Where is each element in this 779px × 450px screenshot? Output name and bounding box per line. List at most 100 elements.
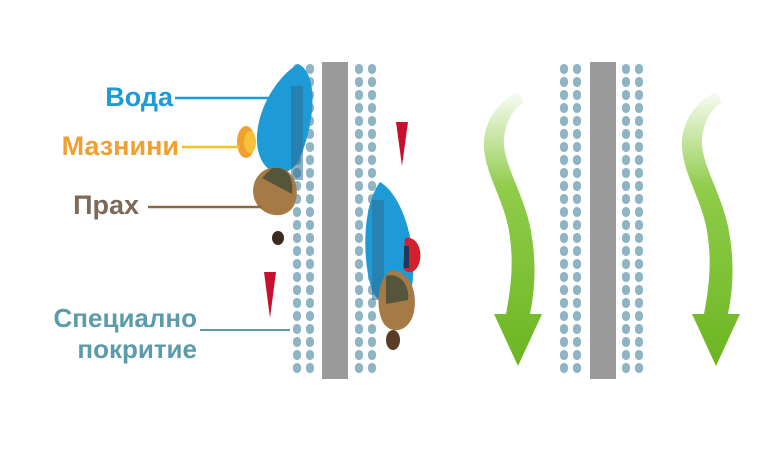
coating-bead bbox=[368, 311, 376, 321]
coating-bead bbox=[368, 350, 376, 360]
coating-bead bbox=[293, 246, 301, 256]
coating-bead bbox=[560, 207, 568, 217]
coating-bead bbox=[622, 142, 630, 152]
coating-bead bbox=[368, 142, 376, 152]
coating-bead bbox=[635, 64, 643, 74]
coating-bead bbox=[635, 90, 643, 100]
coating-bead bbox=[573, 116, 581, 126]
coating-bead bbox=[560, 194, 568, 204]
coating-bead bbox=[573, 181, 581, 191]
coating-bead bbox=[573, 168, 581, 178]
dust-overlap-shade-2 bbox=[386, 275, 409, 304]
coating-bead bbox=[622, 246, 630, 256]
coating-bead bbox=[355, 77, 363, 87]
coating-bead bbox=[560, 181, 568, 191]
coating-bead bbox=[573, 337, 581, 347]
coating-bead bbox=[622, 103, 630, 113]
coating-bead bbox=[368, 103, 376, 113]
dust-particle-small-icon-2 bbox=[386, 330, 400, 350]
coating-bead bbox=[573, 142, 581, 152]
water-overlap-shade bbox=[291, 86, 303, 180]
label-water: Вода bbox=[105, 82, 173, 112]
coating-bead bbox=[573, 103, 581, 113]
coating-bead bbox=[560, 363, 568, 373]
coating-bead bbox=[368, 298, 376, 308]
coating-bead bbox=[355, 233, 363, 243]
contaminants bbox=[237, 64, 421, 350]
coating-bead bbox=[560, 233, 568, 243]
coating-bead bbox=[306, 155, 314, 165]
coating-bead bbox=[368, 168, 376, 178]
coating-bead bbox=[368, 181, 376, 191]
label-grease: Мазнини bbox=[61, 131, 179, 161]
coating-bead bbox=[293, 259, 301, 269]
coating-bead bbox=[355, 272, 363, 282]
curved-arrow-down-icon-2 bbox=[681, 92, 740, 366]
coating-bead bbox=[355, 168, 363, 178]
coating-bead bbox=[635, 103, 643, 113]
coating-bead bbox=[368, 155, 376, 165]
coating-bead bbox=[635, 155, 643, 165]
coating-bead bbox=[306, 337, 314, 347]
coating-bead bbox=[622, 90, 630, 100]
coating-bead bbox=[355, 363, 363, 373]
coating-bead bbox=[573, 324, 581, 334]
curved-arrow-down-icon bbox=[483, 92, 542, 366]
coating-bead bbox=[355, 116, 363, 126]
coating-bead bbox=[635, 220, 643, 230]
coating-bead bbox=[635, 363, 643, 373]
coating-bead bbox=[622, 168, 630, 178]
coating-bead bbox=[368, 116, 376, 126]
coating-bead bbox=[355, 311, 363, 321]
coating-bead bbox=[635, 194, 643, 204]
coating-bead bbox=[355, 350, 363, 360]
coating-bead bbox=[355, 324, 363, 334]
label-dust: Прах bbox=[73, 190, 139, 220]
coating-bead bbox=[573, 194, 581, 204]
coating-bead bbox=[306, 220, 314, 230]
coating-bead bbox=[306, 350, 314, 360]
coating-bead bbox=[560, 220, 568, 230]
coating-bead bbox=[622, 337, 630, 347]
fabric-core-right bbox=[590, 62, 616, 379]
grease-drop-highlight bbox=[244, 131, 256, 153]
coating-bead bbox=[622, 181, 630, 191]
coating-bead bbox=[573, 77, 581, 87]
coating-bead bbox=[293, 350, 301, 360]
coating-bead bbox=[560, 337, 568, 347]
coating-bead bbox=[560, 298, 568, 308]
coating-bead bbox=[635, 77, 643, 87]
coating-bead bbox=[622, 311, 630, 321]
coating-bead bbox=[573, 272, 581, 282]
coating-bead bbox=[573, 350, 581, 360]
coating-bead bbox=[573, 233, 581, 243]
red-triangle-marker-icon bbox=[396, 122, 408, 166]
coating-bead bbox=[355, 129, 363, 139]
coating-bead bbox=[635, 142, 643, 152]
coating-bead bbox=[635, 168, 643, 178]
coating-bead bbox=[293, 285, 301, 295]
coating-bead bbox=[635, 311, 643, 321]
coating-bead bbox=[306, 285, 314, 295]
coating-bead bbox=[560, 103, 568, 113]
coating-bead bbox=[622, 233, 630, 243]
dust-particle-small-icon bbox=[272, 231, 284, 245]
coating-bead bbox=[355, 142, 363, 152]
coating-bead bbox=[368, 363, 376, 373]
coating-bead bbox=[355, 103, 363, 113]
coating-bead bbox=[560, 77, 568, 87]
coating-bead bbox=[635, 272, 643, 282]
coating-bead bbox=[306, 298, 314, 308]
coating-bead bbox=[635, 259, 643, 269]
coating-bead bbox=[293, 363, 301, 373]
coating-bead bbox=[622, 298, 630, 308]
coating-bead bbox=[635, 207, 643, 217]
coating-bead bbox=[622, 64, 630, 74]
coating-bead bbox=[306, 64, 314, 74]
coating-bead bbox=[306, 259, 314, 269]
coating-bead bbox=[622, 207, 630, 217]
coating-bead bbox=[635, 285, 643, 295]
coating-bead bbox=[573, 155, 581, 165]
label-special-coating: Специално покритие bbox=[54, 303, 197, 364]
label-coating-line1: Специално bbox=[53, 303, 197, 333]
